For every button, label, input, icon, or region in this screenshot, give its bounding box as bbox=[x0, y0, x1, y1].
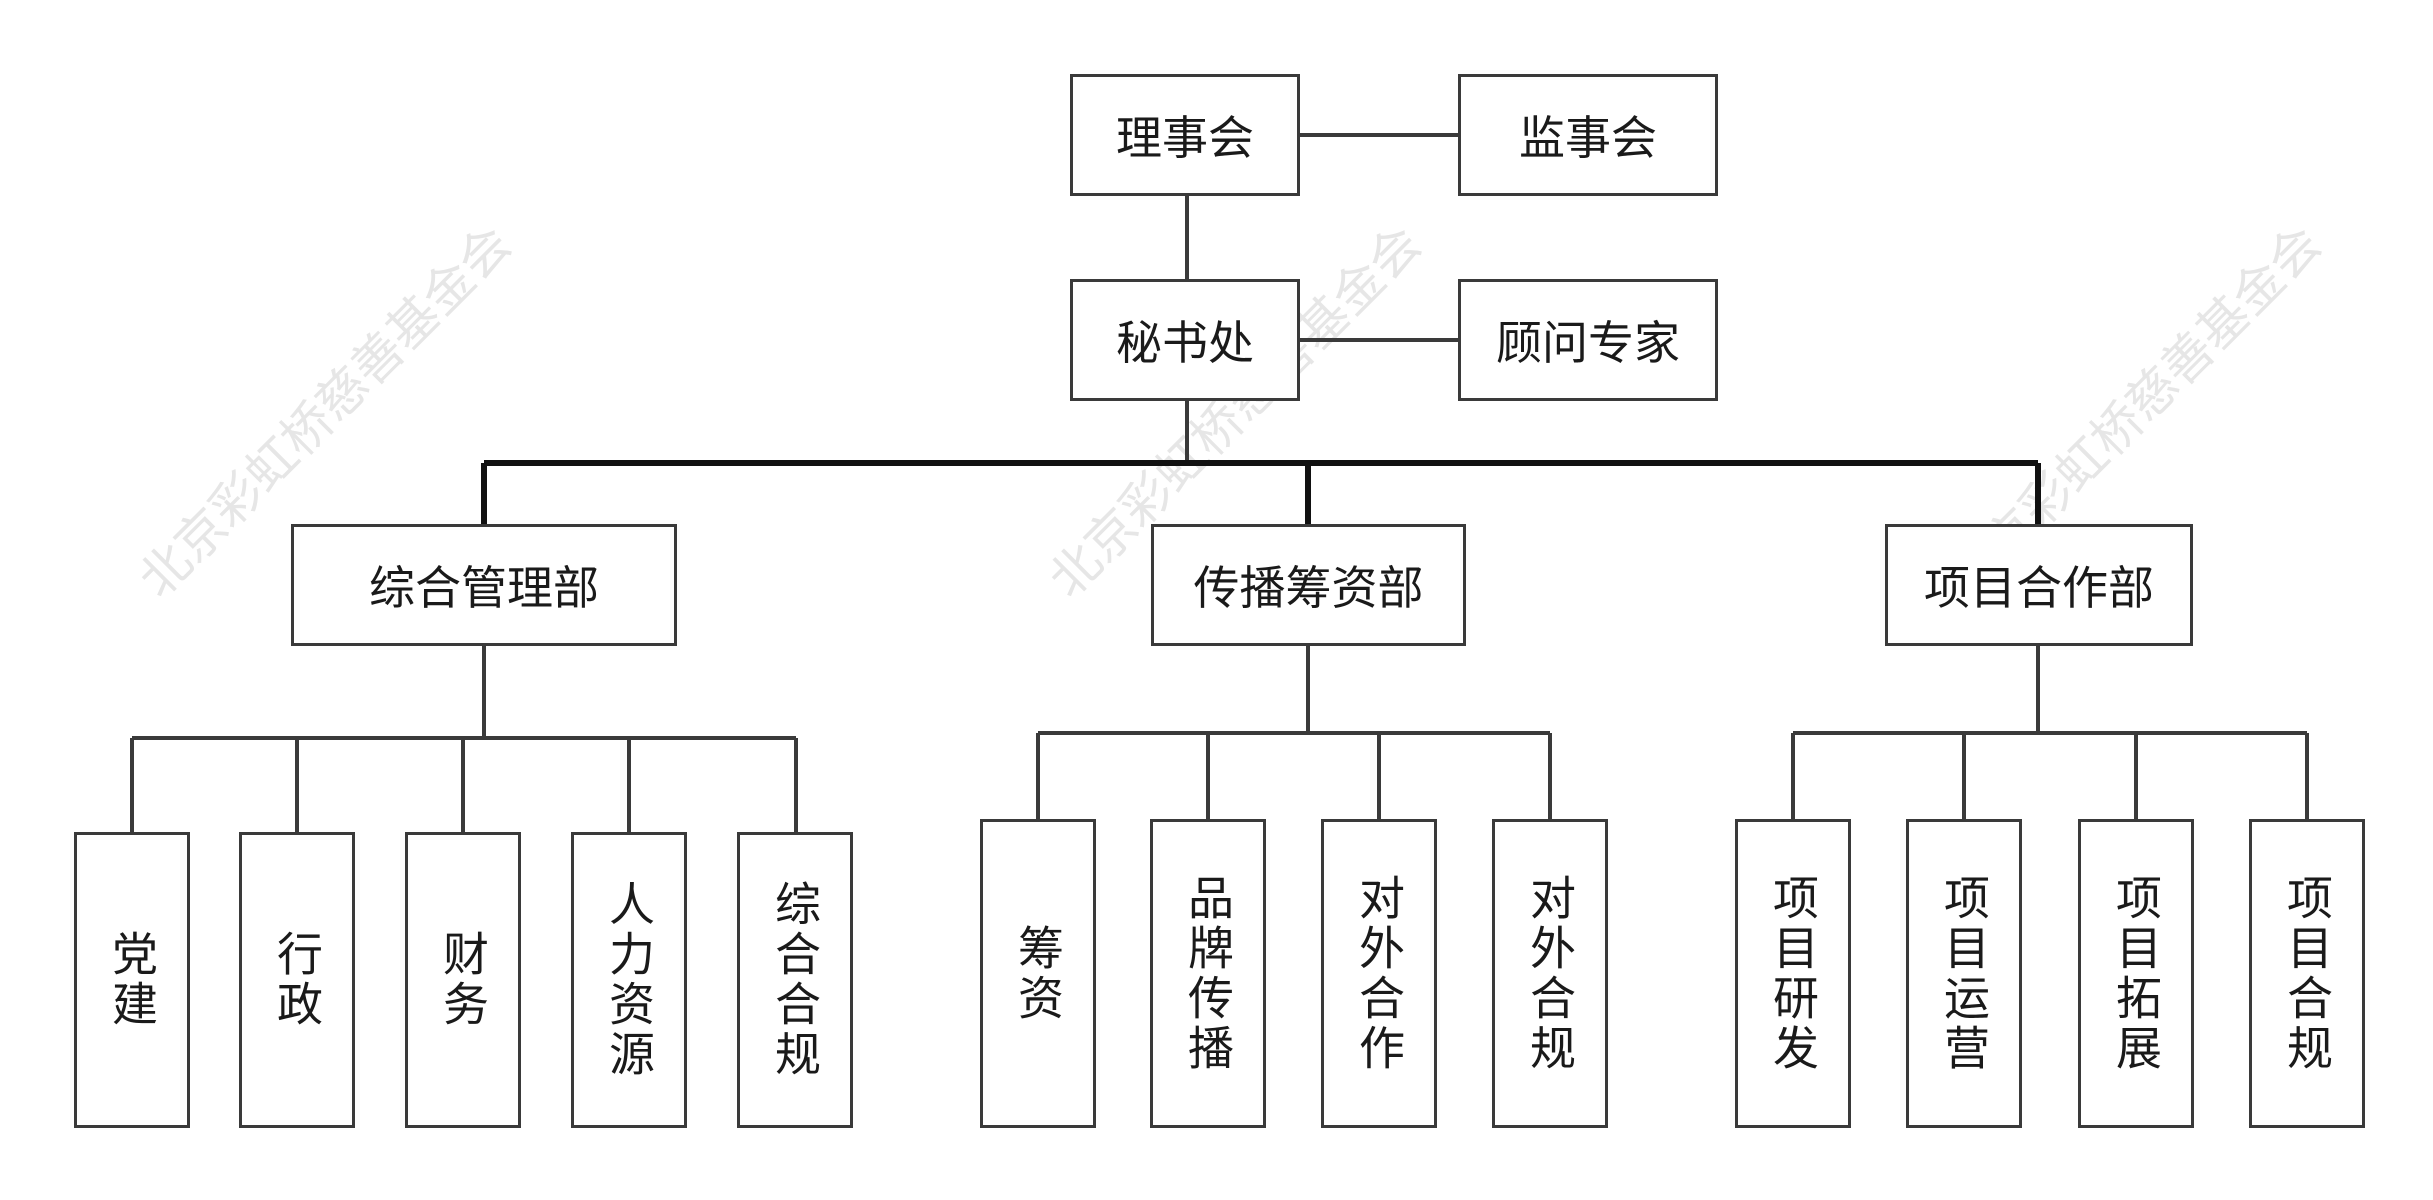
department-box: 传播筹资部 bbox=[1151, 524, 1466, 646]
council-box: 理事会 bbox=[1070, 74, 1300, 196]
unit-box: 财务 bbox=[405, 832, 521, 1128]
unit-box: 人力资源 bbox=[571, 832, 687, 1128]
unit-box: 党建 bbox=[74, 832, 190, 1128]
department-box: 综合管理部 bbox=[291, 524, 677, 646]
unit-box: 项目合规 bbox=[2249, 819, 2365, 1128]
unit-box: 项目拓展 bbox=[2078, 819, 2194, 1128]
unit-box: 综合合规 bbox=[737, 832, 853, 1128]
unit-box: 行政 bbox=[239, 832, 355, 1128]
supervisors-box: 监事会 bbox=[1458, 74, 1718, 196]
unit-box: 项目运营 bbox=[1906, 819, 2022, 1128]
unit-box: 筹资 bbox=[980, 819, 1096, 1128]
unit-box: 品牌传播 bbox=[1150, 819, 1266, 1128]
secretariat-box: 秘书处 bbox=[1070, 279, 1300, 401]
advisors-box: 顾问专家 bbox=[1458, 279, 1718, 401]
unit-box: 对外合作 bbox=[1321, 819, 1437, 1128]
unit-box: 项目研发 bbox=[1735, 819, 1851, 1128]
unit-box: 对外合规 bbox=[1492, 819, 1608, 1128]
department-box: 项目合作部 bbox=[1885, 524, 2193, 646]
